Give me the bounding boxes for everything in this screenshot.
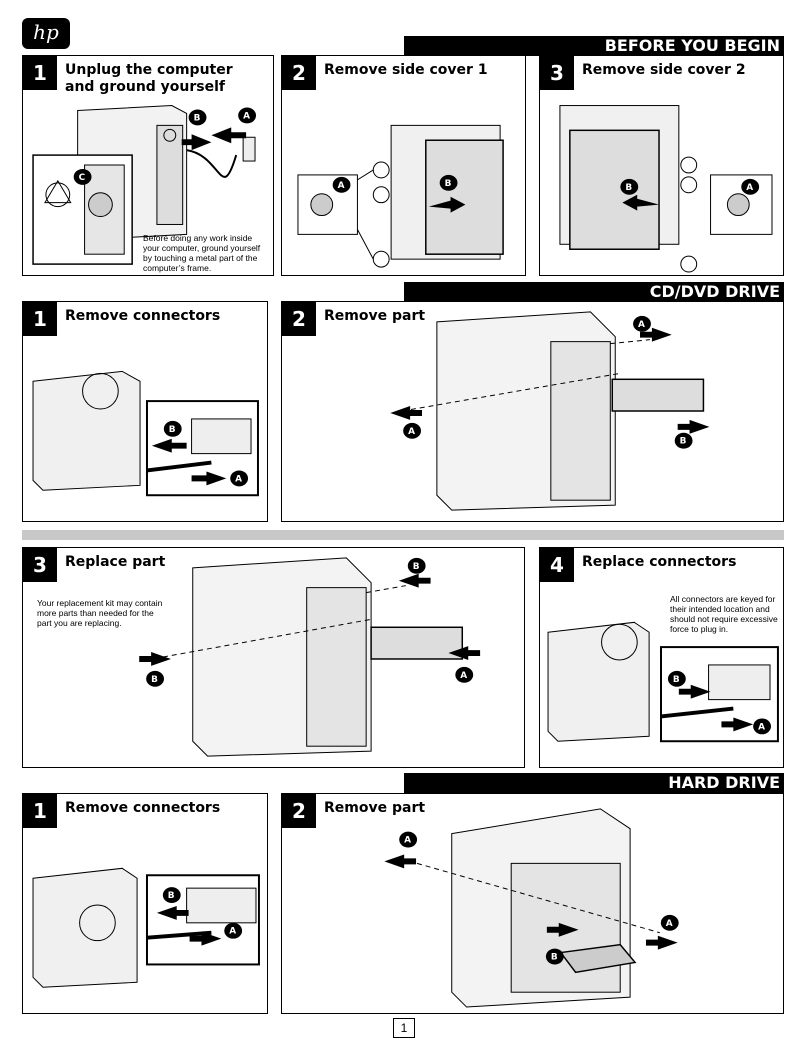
side-cover-2-illustration: B A	[559, 105, 773, 273]
replacement-note: Your replacement kit may contain more pa…	[37, 598, 163, 628]
svg-text:A: A	[460, 671, 467, 681]
remove-side-cover-2-panel: B A 3 Remove side cover 2	[539, 55, 784, 276]
svg-text:A: A	[638, 320, 645, 330]
svg-text:A: A	[404, 836, 411, 846]
replace-part-panel: B B A 3 Replace part Your replacement ki…	[22, 547, 525, 768]
svg-text:B: B	[445, 179, 452, 189]
hd-remove-connectors-panel: B A 1 Remove connectors	[22, 793, 268, 1014]
unplug-illustration: A B C	[32, 105, 257, 265]
svg-text:A: A	[666, 919, 673, 929]
replace-connectors-panel: B A 4 Replace connectors All connectors …	[539, 547, 784, 768]
step-number: 2	[282, 56, 316, 90]
remove-connectors-panel: B A 1 Remove connectors	[22, 301, 268, 522]
svg-text:B: B	[168, 891, 175, 901]
section-hard-drive: HARD DRIVE	[404, 773, 784, 793]
step-unplug-panel: A B C 1 Unplug the computer and ground y…	[22, 55, 274, 276]
svg-text:B: B	[413, 562, 420, 572]
section-cd-dvd-drive: CD/DVD DRIVE	[404, 282, 784, 302]
step-number: 1	[23, 302, 57, 336]
step-number: 2	[282, 302, 316, 336]
svg-text:B: B	[551, 952, 558, 962]
step-number: 1	[23, 794, 57, 828]
svg-text:B: B	[625, 183, 632, 193]
hd-remove-part-panel: A A B 2 Remove part	[281, 793, 784, 1014]
step-title: Remove part	[324, 800, 426, 816]
svg-text:B: B	[194, 113, 201, 123]
step-title: Remove side cover 1	[324, 62, 488, 78]
svg-text:C: C	[79, 173, 86, 183]
connector-note: All connectors are keyed for their inten…	[670, 594, 778, 634]
svg-text:A: A	[243, 111, 250, 121]
replace-connectors-illustration: B A	[547, 621, 779, 743]
side-cover-1-illustration: B A	[297, 124, 504, 268]
svg-text:A: A	[235, 474, 242, 484]
remove-part-panel: A A B 2 Remove part	[281, 301, 784, 522]
hp-logo: hp	[22, 18, 70, 49]
remove-side-cover-1-panel: B A 2 Remove side cover 1	[281, 55, 526, 276]
hd-remove-illustration: A A B	[384, 808, 679, 1008]
step-title: Remove part	[324, 308, 426, 324]
step-number: 2	[282, 794, 316, 828]
svg-text:B: B	[169, 425, 176, 435]
svg-text:A: A	[408, 427, 415, 437]
connectors-illustration: B A	[32, 370, 259, 497]
step-title: Remove connectors	[65, 800, 221, 816]
svg-text:B: B	[673, 675, 680, 685]
svg-text:B: B	[680, 437, 687, 447]
step-title: Replace part	[65, 554, 166, 570]
step-title: Replace connectors	[582, 554, 737, 570]
svg-text:A: A	[758, 722, 765, 732]
step-number: 1	[23, 56, 57, 90]
section-before-you-begin: BEFORE YOU BEGIN	[404, 36, 784, 56]
hd-connectors-illustration: B A	[32, 867, 260, 988]
divider	[22, 530, 784, 540]
step-number: 3	[23, 548, 57, 582]
svg-text:A: A	[338, 181, 345, 191]
svg-text:A: A	[746, 183, 753, 193]
remove-drive-illustration: A A B	[390, 311, 710, 511]
svg-text:B: B	[151, 675, 158, 685]
page-number: 1	[393, 1018, 415, 1038]
step-title: Unplug the computer and ground yourself	[65, 62, 233, 95]
step-number: 4	[540, 548, 574, 582]
step-title: Remove connectors	[65, 308, 221, 324]
ground-note: Before doing any work inside your comput…	[143, 233, 261, 273]
replace-drive-illustration: B B A	[139, 557, 481, 757]
svg-text:A: A	[229, 927, 236, 937]
step-number: 3	[540, 56, 574, 90]
step-title: Remove side cover 2	[582, 62, 746, 78]
